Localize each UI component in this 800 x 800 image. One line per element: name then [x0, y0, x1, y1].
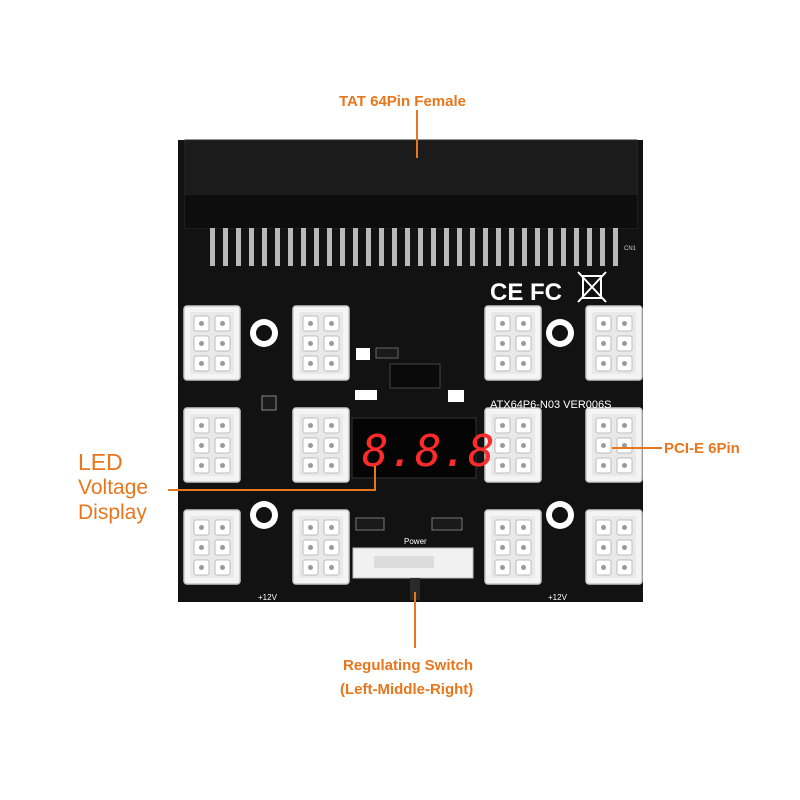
rail-label-right: +12V — [548, 593, 568, 602]
led-label-line1: LED — [78, 449, 123, 475]
power-label: Power — [404, 537, 427, 546]
callout-led-label: LED Voltage Display — [78, 450, 148, 525]
header-pins — [210, 228, 618, 266]
callout-switch-label-line2: (Left-Middle-Right) — [340, 681, 474, 698]
weee-bin-icon — [577, 271, 607, 303]
callout-line-led — [168, 466, 376, 491]
led-label-line3: Display — [78, 501, 147, 524]
board-model-text: ATX64P6-N03 VER006S — [490, 399, 611, 411]
svg-text:CN1: CN1 — [624, 246, 637, 252]
led-label-line2: Voltage — [78, 476, 149, 499]
rail-label-left: +12V — [258, 593, 278, 602]
led-display-digits: 8.8.8 — [362, 426, 494, 477]
callout-pcie-label: PCI-E 6Pin — [664, 440, 740, 457]
callout-header-label: TAT 64Pin Female — [339, 93, 466, 110]
ce-fc-mark: CE FC — [490, 279, 562, 306]
led-display — [351, 417, 477, 479]
callout-switch-label-line1: Regulating Switch — [343, 657, 474, 674]
